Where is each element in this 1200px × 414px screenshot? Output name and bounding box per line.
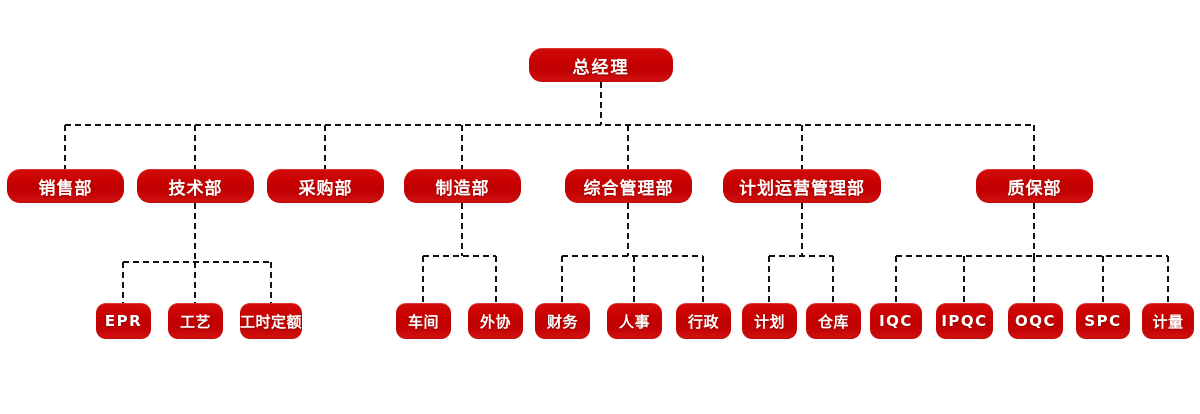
node-label: OQC xyxy=(1014,312,1056,330)
org-node-procurement[interactable]: 采购部 xyxy=(267,169,384,203)
node-label: SPC xyxy=(1084,312,1122,330)
org-node-outsource[interactable]: 外协 xyxy=(468,303,523,339)
org-node-finance[interactable]: 财务 xyxy=(535,303,590,339)
node-label: 计划 xyxy=(753,312,785,331)
org-node-admin[interactable]: 行政 xyxy=(676,303,731,339)
node-label: 采购部 xyxy=(298,178,353,199)
org-node-technology[interactable]: 技术部 xyxy=(137,169,254,203)
node-label: 外协 xyxy=(479,312,511,331)
node-label: 总经理 xyxy=(572,57,630,78)
org-node-spc[interactable]: SPC xyxy=(1076,303,1130,339)
node-label: 综合管理部 xyxy=(583,178,674,199)
org-node-general[interactable]: 综合管理部 xyxy=(565,169,692,203)
org-node-plan[interactable]: 计划 xyxy=(742,303,797,339)
org-node-quality[interactable]: 质保部 xyxy=(976,169,1093,203)
org-node-planning[interactable]: 计划运营管理部 xyxy=(723,169,881,203)
node-label: EPR xyxy=(104,312,143,330)
org-node-oqc[interactable]: OQC xyxy=(1008,303,1063,339)
node-label: 计量 xyxy=(1152,312,1184,331)
org-node-iqc[interactable]: IQC xyxy=(870,303,922,339)
node-label: 仓库 xyxy=(817,312,849,331)
node-label: 工艺 xyxy=(179,312,211,331)
org-node-workshop[interactable]: 车间 xyxy=(396,303,451,339)
node-label: 人事 xyxy=(618,312,650,331)
node-label: 计划运营管理部 xyxy=(739,178,865,199)
org-node-warehouse[interactable]: 仓库 xyxy=(806,303,861,339)
node-label: 技术部 xyxy=(168,178,223,199)
org-node-manufacture[interactable]: 制造部 xyxy=(404,169,521,203)
org-node-man-hour[interactable]: 工时定额 xyxy=(240,303,302,339)
node-label: IPQC xyxy=(941,312,988,330)
node-label: 车间 xyxy=(407,312,439,331)
org-node-sales[interactable]: 销售部 xyxy=(7,169,124,203)
node-label: 工时定额 xyxy=(240,312,303,331)
node-label: 质保部 xyxy=(1007,178,1062,199)
org-node-root[interactable]: 总经理 xyxy=(529,48,673,82)
node-label: 制造部 xyxy=(435,178,490,199)
org-node-process[interactable]: 工艺 xyxy=(168,303,223,339)
node-label: IQC xyxy=(879,312,913,330)
org-node-ipqc[interactable]: IPQC xyxy=(936,303,993,339)
node-label: 财务 xyxy=(546,312,578,331)
org-node-epr[interactable]: EPR xyxy=(96,303,151,339)
org-node-metrology[interactable]: 计量 xyxy=(1142,303,1194,339)
node-label: 销售部 xyxy=(38,178,93,199)
org-node-hr[interactable]: 人事 xyxy=(607,303,662,339)
node-label: 行政 xyxy=(687,312,719,331)
